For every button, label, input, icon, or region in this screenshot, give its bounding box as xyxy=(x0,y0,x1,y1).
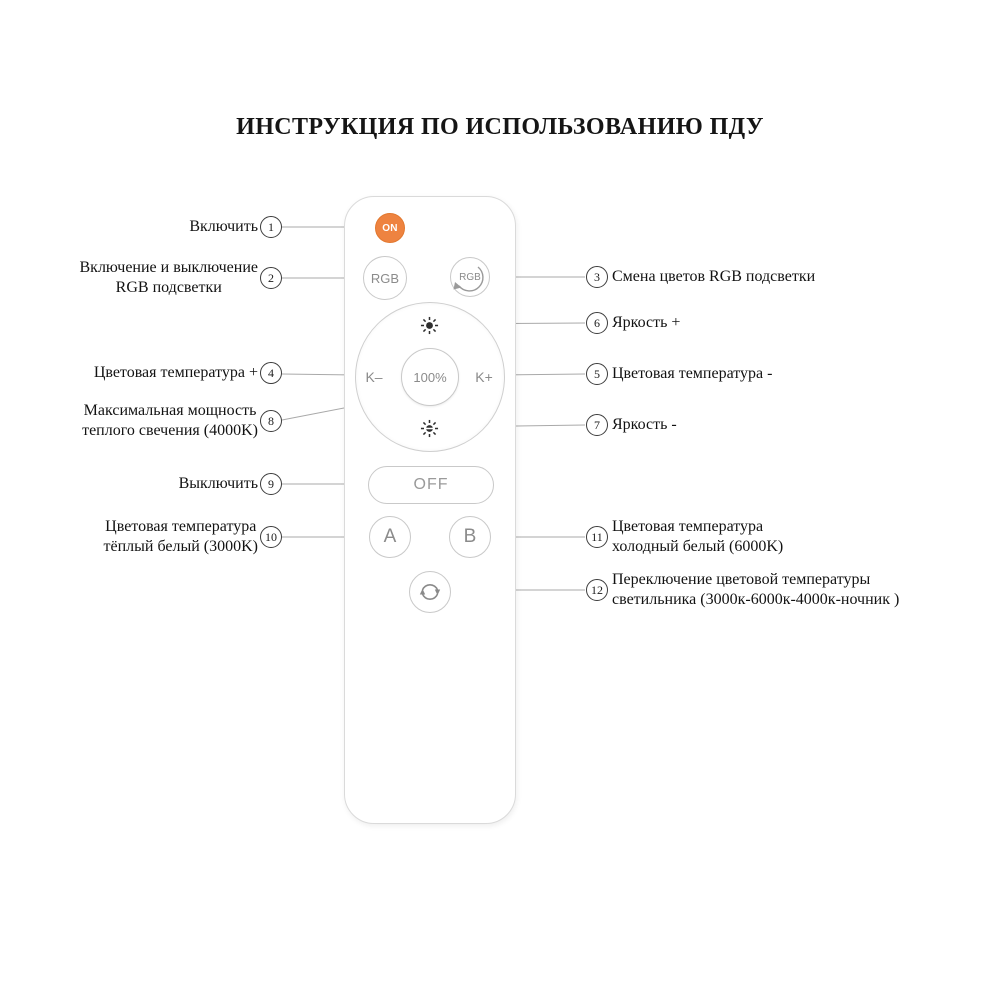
callout-badge-1: 1 xyxy=(260,216,282,238)
full-power-button[interactable]: 100% xyxy=(401,348,459,406)
circular-arrow-icon xyxy=(453,266,484,292)
callout-label-11: Цветовая температура холодный белый (600… xyxy=(612,518,784,555)
callout-badge-4: 4 xyxy=(260,362,282,384)
cold-white-b-button[interactable]: B xyxy=(449,516,491,558)
callout-label-2: Включение и выключение RGB подсветки xyxy=(79,259,259,296)
rgb-color-cycle-button[interactable]: RGB xyxy=(450,257,490,297)
warm-white-a-button[interactable]: A xyxy=(369,516,411,558)
rgb-cycle-label: RGB xyxy=(459,271,481,283)
callout-label-10: Цветовая температура тёплый белый (3000K… xyxy=(103,518,259,555)
sun-dim-icon xyxy=(420,419,439,438)
callout-badge-7: 7 xyxy=(586,414,608,436)
cycle-arrows-icon xyxy=(419,584,441,600)
k-plus-button[interactable]: K+ xyxy=(475,369,493,385)
callout-label-12: Переключение цветовой температуры светил… xyxy=(612,571,900,608)
callout-badge-8: 8 xyxy=(260,410,282,432)
callout-label-3: Смена цветов RGB подсветки xyxy=(612,268,816,285)
page-title: ИНСТРУКЦИЯ ПО ИСПОЛЬЗОВАНИЮ ПДУ xyxy=(236,114,764,140)
callout-badge-9: 9 xyxy=(260,473,282,495)
power-on-button[interactable]: ON xyxy=(375,213,405,243)
sun-bright-icon xyxy=(420,316,439,335)
callout-badge-2: 2 xyxy=(260,267,282,289)
callout-badge-3: 3 xyxy=(586,266,608,288)
callout-badge-5: 5 xyxy=(586,363,608,385)
temp-cycle-button[interactable] xyxy=(409,571,451,613)
callout-badge-10: 10 xyxy=(260,526,282,548)
callout-label-7: Яркость - xyxy=(612,416,677,433)
rgb-toggle-button[interactable]: RGB xyxy=(363,256,407,300)
off-button[interactable]: OFF xyxy=(368,466,494,504)
brightness-down-button[interactable] xyxy=(420,419,439,438)
callout-label-6: Яркость + xyxy=(612,314,681,331)
callout-label-5: Цветовая температура - xyxy=(612,365,773,382)
callout-badge-6: 6 xyxy=(586,312,608,334)
callout-badge-12: 12 xyxy=(586,579,608,601)
callout-label-9: Выключить xyxy=(178,475,258,492)
callout-label-4: Цветовая температура + xyxy=(93,364,258,381)
callout-label-1: Включить xyxy=(189,218,258,235)
brightness-up-button[interactable] xyxy=(420,316,439,335)
remote-body xyxy=(344,196,516,824)
k-minus-button[interactable]: K– xyxy=(365,369,383,385)
callout-badge-11: 11 xyxy=(586,526,608,548)
callout-label-8: Максимальная мощность теплого свечения (… xyxy=(82,402,258,439)
